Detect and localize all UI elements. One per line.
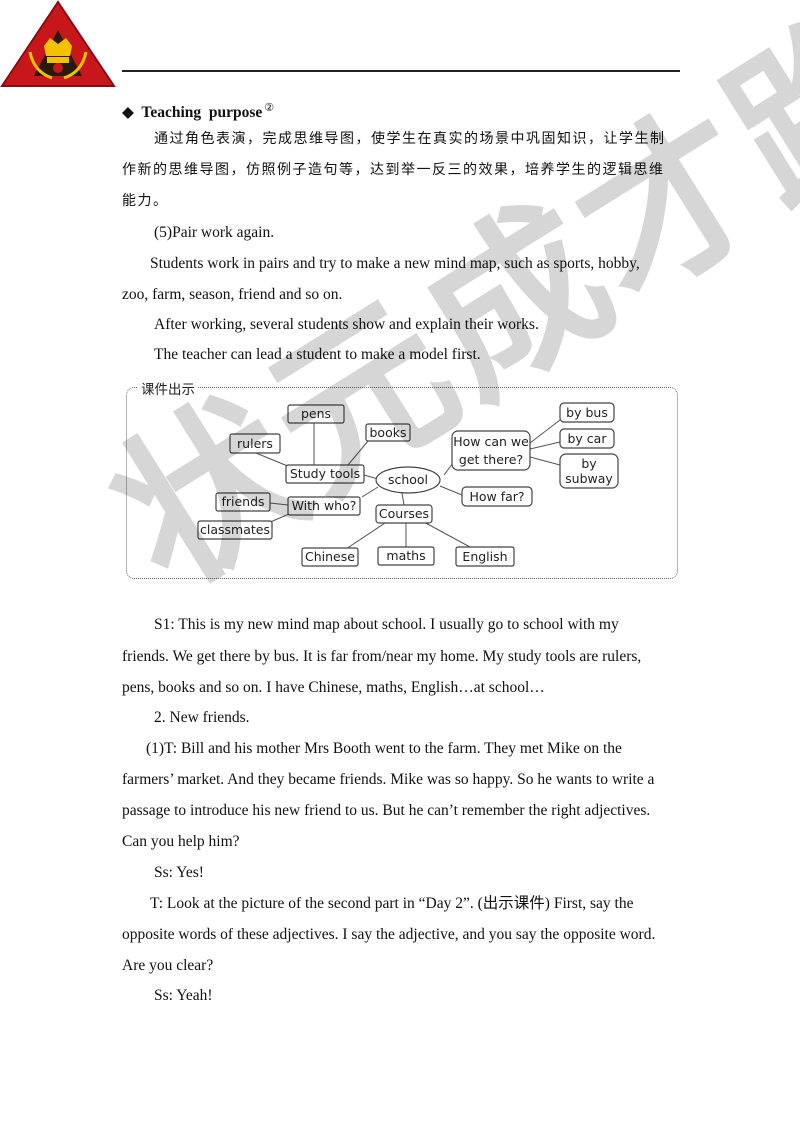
link-by-bus [529,419,561,444]
mind-map-node-school: school [375,466,441,494]
svg-text:rulers: rulers [237,436,273,451]
t2-line-3: Are you clear? [122,957,214,974]
mind-map-node-classmates: classmates [197,520,273,540]
svg-text:Courses: Courses [379,506,429,521]
link-chinese [345,520,389,550]
mind-map-node-english: English [455,546,515,567]
header-divider [122,70,680,72]
diamond-bullet-icon: ◆ [122,104,134,122]
svg-text:Chinese: Chinese [305,549,355,564]
teacher-model-line: The teacher can lead a student to make a… [154,346,481,363]
link-how-far [439,485,463,496]
svg-text:English: English [462,549,507,564]
pair-work-line-1: Students work in pairs and try to make a… [150,255,640,272]
mind-map-node-rulers: rulers [229,433,281,454]
link-by-subway [529,456,561,466]
svg-text:subway: subway [565,471,613,486]
link-english [421,520,471,548]
t1-line-3: passage to introduce his new friend to u… [122,802,651,819]
footnote-marker: ② [264,102,275,114]
mind-map-node-maths: maths [377,546,435,566]
svg-text:books: books [370,425,407,440]
svg-text:by car: by car [568,431,608,446]
mind-map-node-study-tools: Study tools [285,464,365,484]
mind-map-node-with-who: With who? [287,496,361,516]
svg-text:friends: friends [221,494,264,509]
section-title-text: Teaching purpose [141,104,263,122]
svg-text:school: school [388,472,428,487]
purpose-line-3: 能力。 [122,193,169,209]
svg-text:Study tools: Study tools [290,466,360,481]
svg-text:by: by [581,456,597,471]
step-5: (5)Pair work again. [154,224,275,241]
mind-map-node-friends: friends [215,492,271,512]
link-rulers [255,452,291,468]
ss-yeah: Ss: Yeah! [154,987,213,1004]
mind-map-node-how-far: How far? [461,486,533,507]
mind-map-node-by-subway: by subway [559,453,619,489]
mind-map-node-chinese: Chinese [301,547,359,567]
svg-text:How far?: How far? [469,489,524,504]
after-working-line: After working, several students show and… [154,316,539,333]
link-by-car [529,441,561,450]
svg-text:classmates: classmates [200,522,270,537]
link-with-who [361,486,379,498]
svg-text:pens: pens [301,406,331,421]
mind-map-node-books: books [365,423,411,442]
t2-line-1: T: Look at the picture of the second par… [150,895,634,912]
link-courses [401,492,405,506]
mind-map-node-pens: pens [287,404,345,424]
s1-line-1: S1: This is my new mind map about school… [154,616,619,633]
t1-line-1: (1)T: Bill and his mother Mrs Booth went… [146,740,622,757]
t1-line-4: Can you help him? [122,833,240,850]
purpose-line-1: 通过角色表演，完成思维导图，使学生在真实的场景中巩固知识，让学生制 [154,131,666,147]
svg-text:How can we: How can we [453,434,529,449]
t1-line-2: farmers’ market. And they became friends… [122,771,655,788]
s1-line-3: pens, books and so on. I have Chinese, m… [122,679,545,696]
mind-map-node-how-can-we: How can we get there? [451,430,531,471]
svg-text:With who?: With who? [292,498,357,513]
svg-text:get there?: get there? [459,452,523,467]
link-friends [269,502,289,506]
svg-text:by bus: by bus [566,405,608,420]
ss-yes: Ss: Yes! [154,864,204,881]
new-friends-heading: 2. New friends. [154,709,250,726]
pair-work-line-2: zoo, farm, season, friend and so on. [122,286,343,303]
purpose-line-2: 作新的思维导图，仿照例子造句等，达到举一反三的效果，培养学生的逻辑思维 [122,162,665,178]
mind-map-node-by-bus: by bus [559,402,615,423]
s1-line-2: friends. We get there by bus. It is far … [122,648,642,665]
mind-map-node-by-car: by car [559,428,615,449]
crown-wreath-emblem-icon [0,0,116,87]
t2-line-2: opposite words of these adjectives. I sa… [122,926,656,943]
mind-map-node-courses: Courses [375,504,433,524]
mind-map-frame [126,387,678,579]
mind-map: school pens rulers books Study tools How… [197,402,619,567]
mind-map-caption: 课件出示 [138,378,198,398]
svg-text:maths: maths [386,548,425,563]
link-books [347,440,369,466]
